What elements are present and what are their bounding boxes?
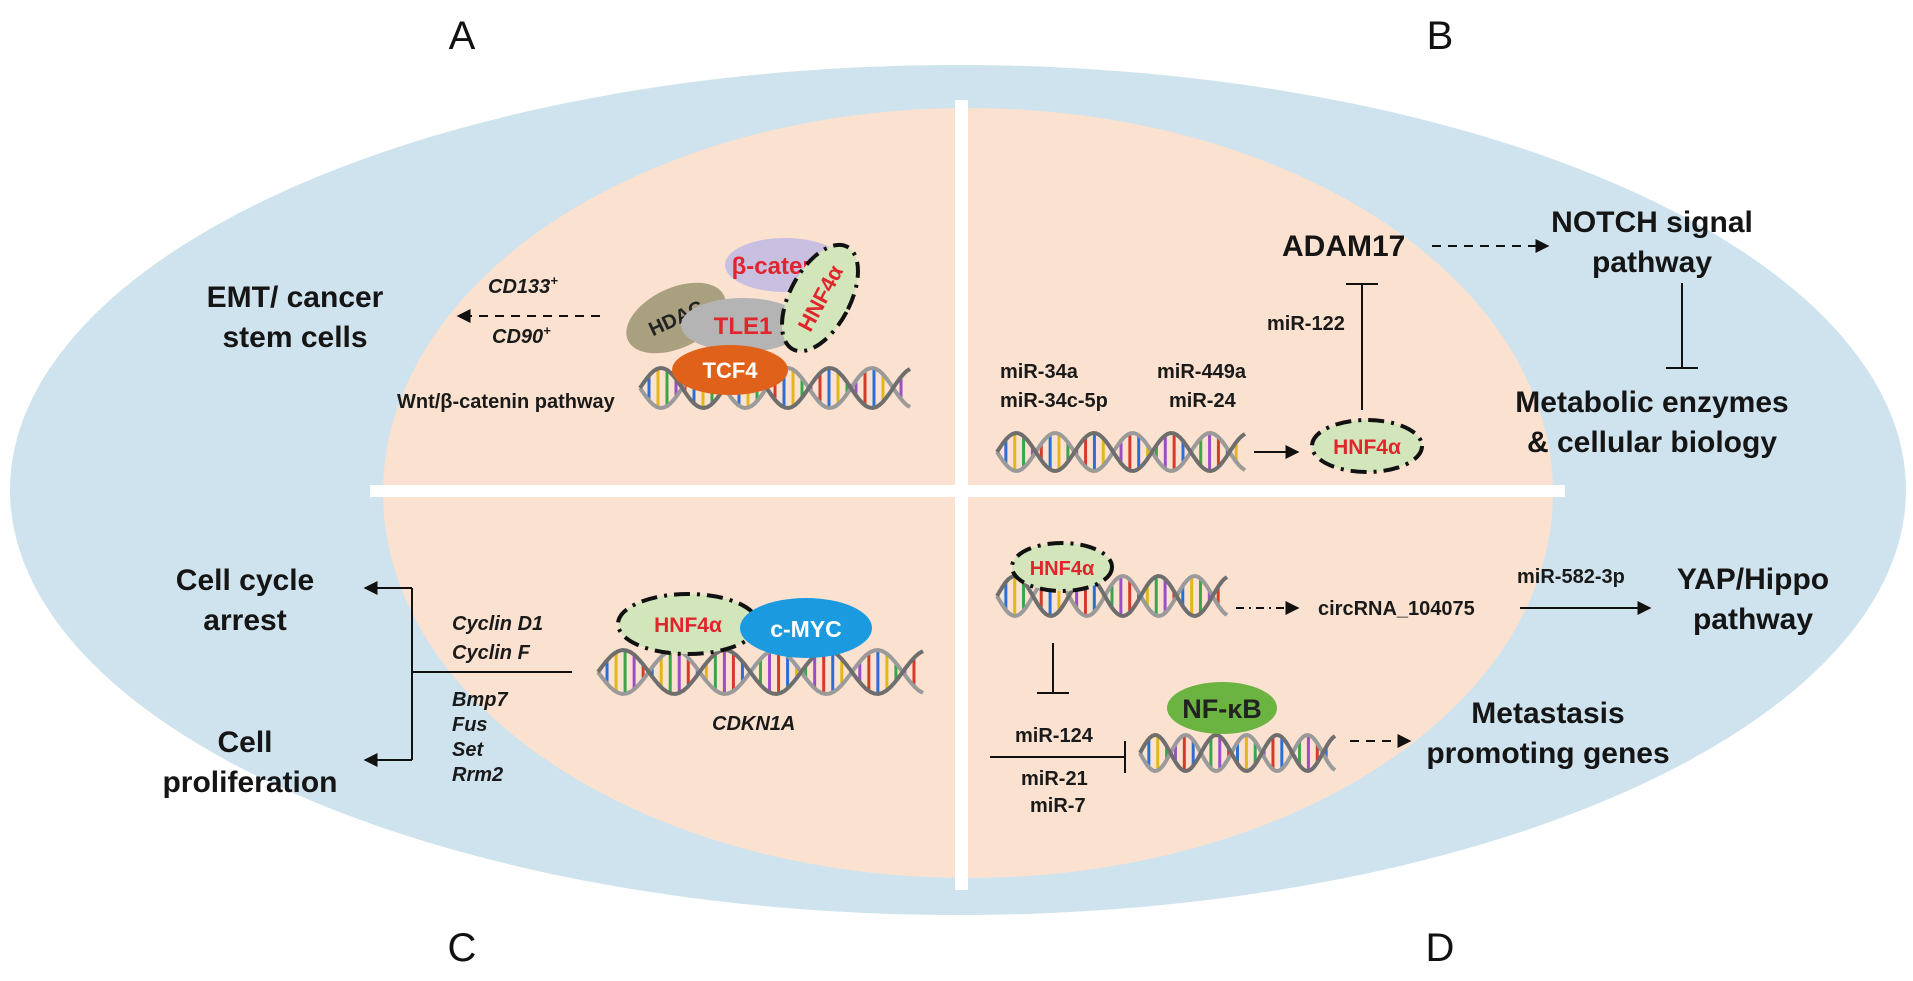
dna-backbone-strand bbox=[1138, 732, 1337, 774]
metastasis-label-line2: promoting genes bbox=[1426, 737, 1669, 770]
tle1-label: TLE1 bbox=[714, 313, 773, 340]
metabolic-label-line2: & cellular biology bbox=[1527, 426, 1777, 459]
dna-helix-b bbox=[995, 430, 1247, 474]
quadrant-divider-horizontal bbox=[370, 485, 1565, 497]
hnf4a-blob-b bbox=[1310, 418, 1424, 474]
dna-backbone-strand bbox=[596, 647, 924, 697]
hnf4a-inhibits-adam17-line bbox=[1346, 283, 1378, 410]
notch-label-line2: pathway bbox=[1592, 246, 1712, 279]
circrna-label: circRNA_104075 bbox=[1318, 598, 1475, 620]
tle1-blob bbox=[681, 298, 805, 352]
dna-helix-d-bottom bbox=[1138, 732, 1337, 774]
hnf4a-inhibits-mir124-line bbox=[1037, 643, 1069, 694]
cell-cycle-arrest-line2: arrest bbox=[203, 604, 286, 637]
tcf4-label: TCF4 bbox=[703, 358, 759, 383]
notch-label-line1: NOTCH signal bbox=[1551, 206, 1753, 239]
yap-label-line1: YAP/Hippo bbox=[1677, 563, 1829, 596]
tcf4-blob bbox=[672, 345, 788, 395]
dna-backbone-strand bbox=[1138, 732, 1337, 774]
cdkn1a-label: CDKN1A bbox=[712, 713, 795, 735]
mir122-label: miR-122 bbox=[1267, 313, 1345, 335]
wnt-pathway-label: Wnt/β-catenin pathway bbox=[397, 391, 616, 413]
panel-label-a: A bbox=[449, 14, 476, 58]
cmyc-label: c-MYC bbox=[770, 616, 842, 642]
panel-label-b: B bbox=[1427, 14, 1454, 58]
yap-label-line2: pathway bbox=[1693, 603, 1813, 636]
hnf4a-label-c: HNF4α bbox=[654, 614, 722, 637]
mir124-label: miR-124 bbox=[1015, 725, 1094, 747]
dna-helix-d-top bbox=[995, 573, 1229, 619]
metabolic-label-line1: Metabolic enzymes bbox=[1515, 386, 1788, 419]
rrm2-label: Rrm2 bbox=[452, 764, 503, 786]
hnf4a-label-b: HNF4α bbox=[1333, 436, 1401, 459]
mir34a-label: miR-34a bbox=[1000, 361, 1079, 383]
dna-backbone-strand bbox=[995, 430, 1247, 474]
mir582-label: miR-582-3p bbox=[1517, 566, 1625, 588]
emt-label-line1: EMT/ cancer bbox=[207, 281, 384, 314]
dna-helix-c bbox=[596, 647, 924, 697]
mir24-label: miR-24 bbox=[1169, 390, 1237, 412]
dna-backbone-strand bbox=[596, 647, 924, 697]
bmp7-label: Bmp7 bbox=[452, 689, 508, 711]
hnf4a-blob-d bbox=[1010, 541, 1114, 593]
mir34c-label: miR-34c-5p bbox=[1000, 390, 1108, 412]
fus-label: Fus bbox=[452, 714, 488, 736]
dna-backbone-strand bbox=[995, 573, 1229, 619]
cd133-label: CD133+ bbox=[488, 273, 558, 298]
panel-b: ADAM17 NOTCH signal pathway Metabolic en… bbox=[1000, 206, 1789, 474]
hnf4a-blob-a bbox=[780, 242, 860, 354]
dna-backbone-strand bbox=[995, 430, 1247, 474]
cmyc-blob bbox=[740, 598, 872, 658]
hnf4a-label-d: HNF4α bbox=[1030, 558, 1095, 580]
panel-a: EMT/ cancer stem cells CD133+ CD90+ Wnt/… bbox=[207, 238, 860, 413]
cell-cycle-arrest-line1: Cell cycle bbox=[176, 564, 314, 597]
set-label: Set bbox=[452, 739, 484, 761]
mir449a-label: miR-449a bbox=[1157, 361, 1247, 383]
adam17-label: ADAM17 bbox=[1282, 230, 1405, 263]
nfkb-blob bbox=[1167, 682, 1277, 734]
mirs-inhibit-nfkb-line bbox=[990, 741, 1126, 773]
notch-inhibits-metabolic-line bbox=[1666, 283, 1698, 369]
panel-c: Cell cycle arrest Cell proliferation Cyc… bbox=[162, 564, 872, 799]
mir7-label: miR-7 bbox=[1030, 795, 1086, 817]
cyclin-d1-label: Cyclin D1 bbox=[452, 613, 543, 635]
cd90-label: CD90+ bbox=[492, 323, 551, 348]
cell-proliferation-line1: Cell bbox=[217, 726, 272, 759]
metastasis-label-line1: Metastasis bbox=[1471, 697, 1624, 730]
emt-label-line2: stem cells bbox=[222, 321, 367, 354]
mir21-label: miR-21 bbox=[1021, 768, 1088, 790]
panel-label-c: C bbox=[448, 926, 477, 970]
panel-d: HNF4α circRNA_104075 miR-582-3p YAP/Hipp… bbox=[990, 541, 1829, 817]
nfkb-label: NF-κB bbox=[1182, 694, 1262, 724]
cyclin-f-label: Cyclin F bbox=[452, 642, 531, 664]
dna-backbone-strand bbox=[638, 365, 912, 411]
dna-backbone-strand bbox=[995, 573, 1229, 619]
panel-label-d: D bbox=[1426, 926, 1455, 970]
cell-proliferation-line2: proliferation bbox=[162, 766, 337, 799]
